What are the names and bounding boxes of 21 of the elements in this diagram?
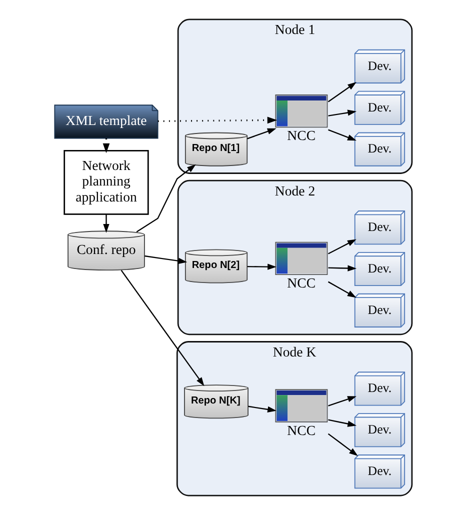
arrow — [247, 128, 276, 140]
arrow — [328, 396, 356, 406]
arrow — [328, 239, 356, 254]
arrow — [328, 110, 357, 116]
node-label: NCC — [287, 275, 316, 290]
node-label: NCC — [287, 422, 316, 438]
node-label: NCC — [287, 128, 316, 144]
arrow — [328, 281, 356, 298]
arrow — [328, 265, 357, 272]
arrow — [328, 419, 357, 427]
arrow — [158, 116, 278, 124]
arrow — [248, 406, 276, 412]
arrow — [328, 433, 358, 456]
arrow — [144, 255, 188, 264]
arrow — [120, 270, 204, 386]
arrow — [136, 164, 196, 232]
node-box: Network planning application — [64, 150, 149, 215]
arrow — [247, 264, 276, 270]
arrow — [103, 214, 110, 233]
arrow — [328, 82, 356, 102]
arrow — [328, 129, 356, 141]
